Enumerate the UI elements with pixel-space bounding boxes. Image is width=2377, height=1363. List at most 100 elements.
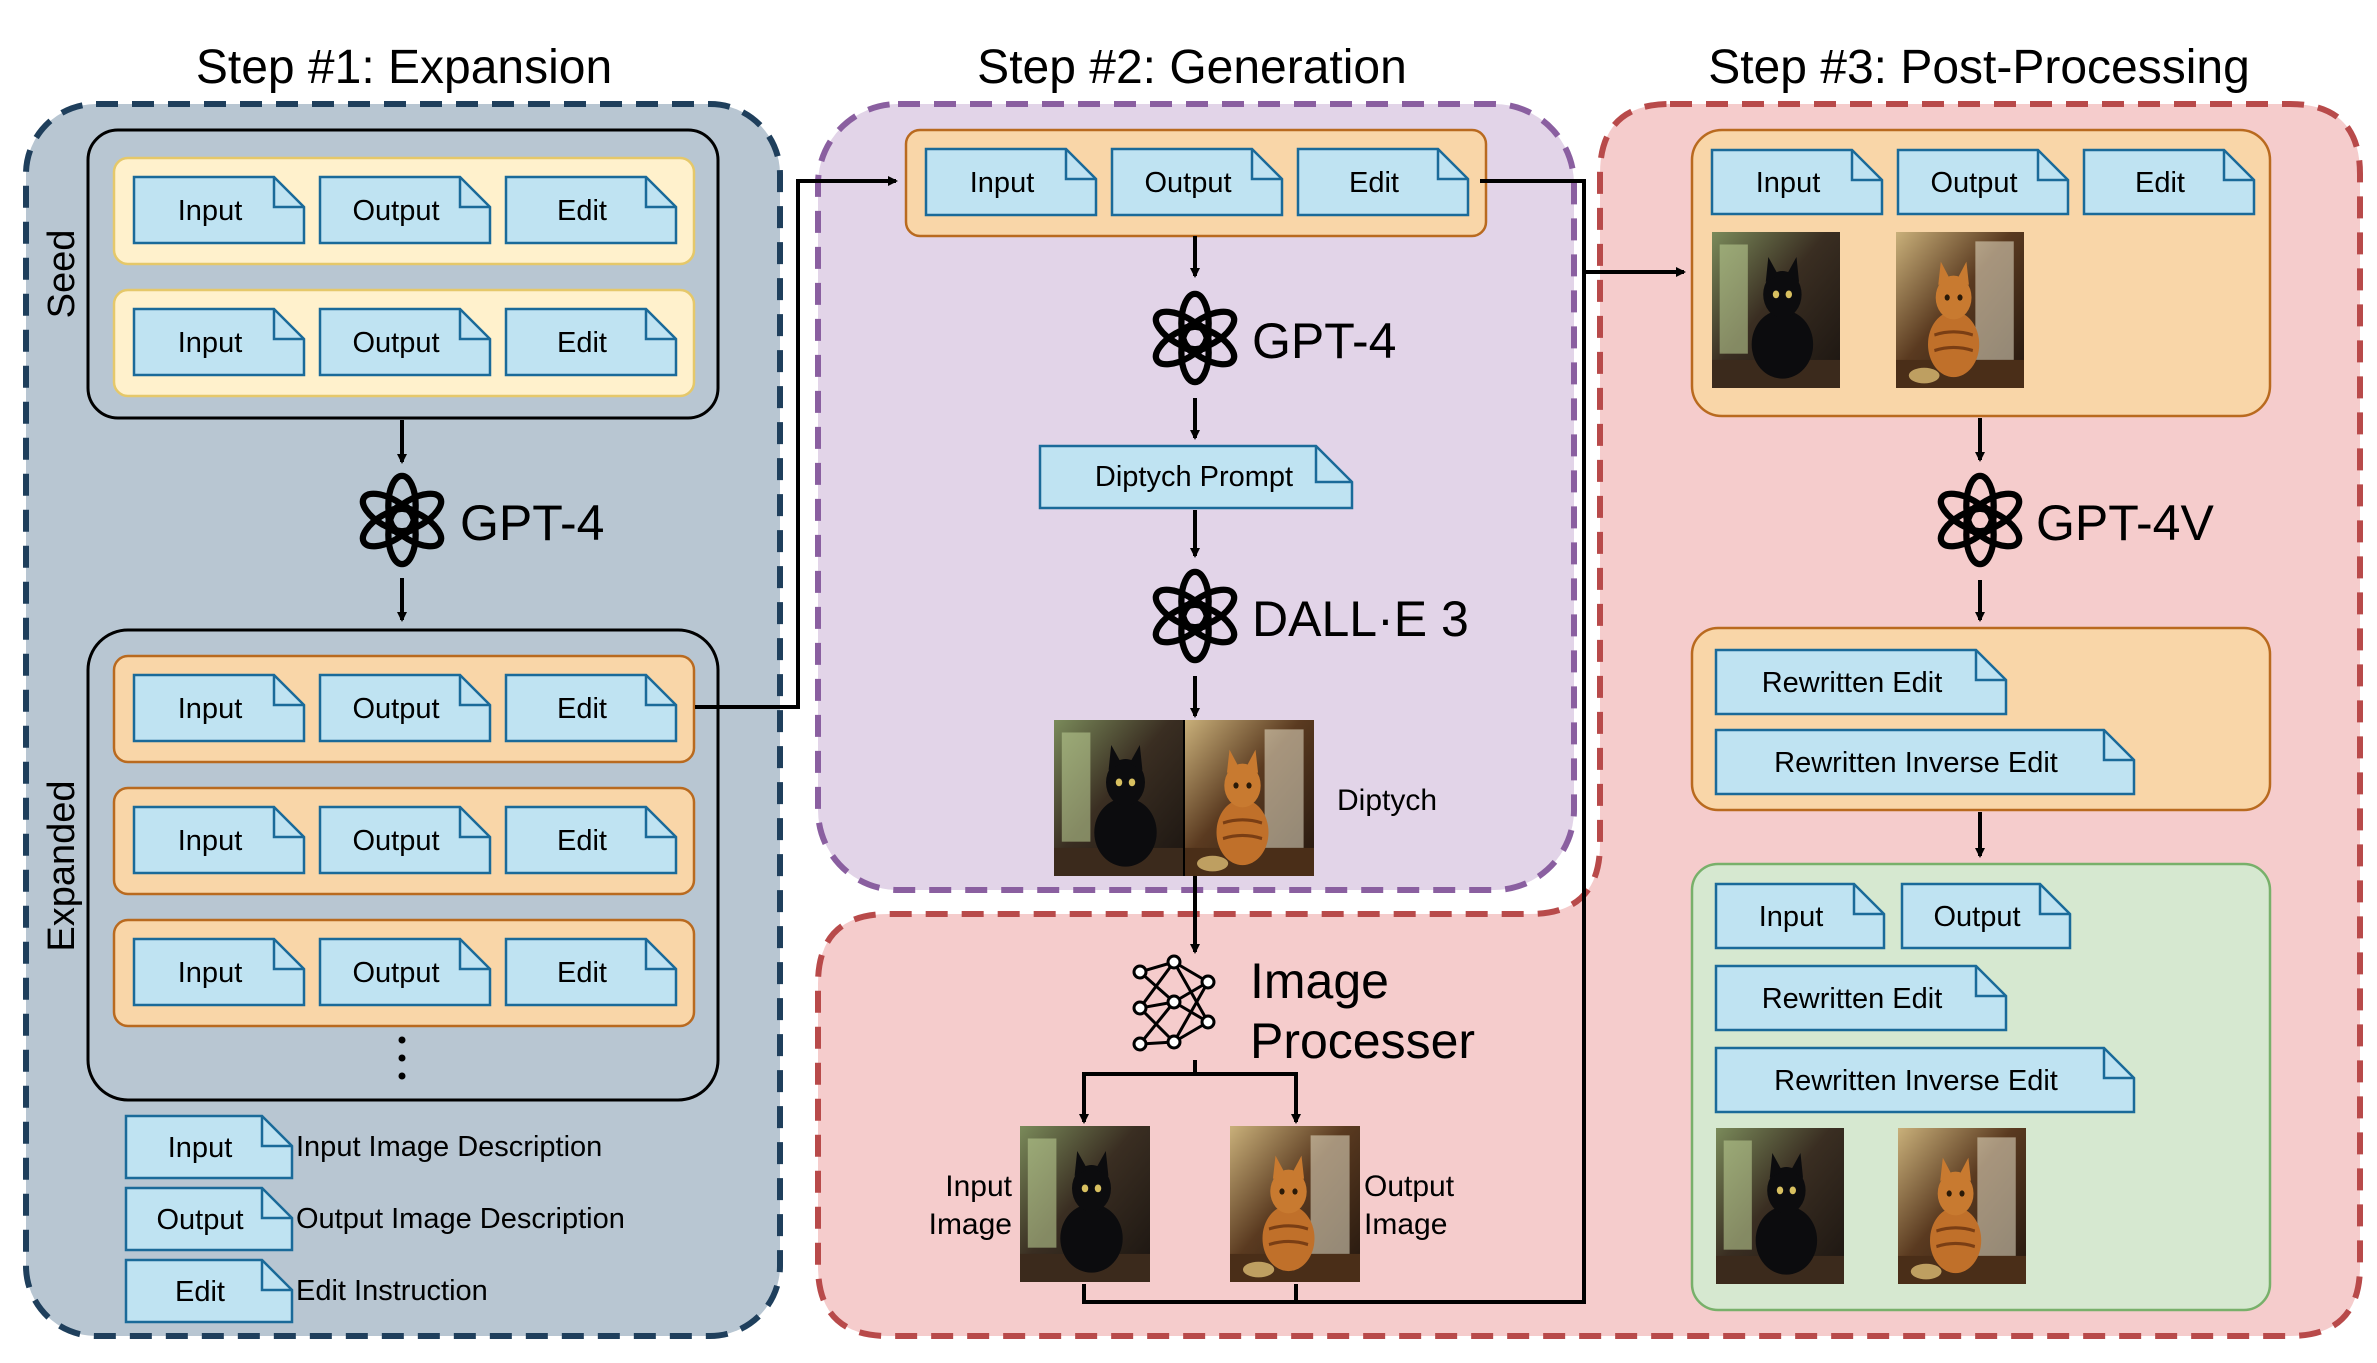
output-doc-label: Output (352, 327, 439, 359)
edit-doc-label: Edit (557, 693, 607, 725)
rewritten-inverse-edit-doc: Rewritten Inverse Edit (1714, 728, 2136, 796)
legend-edit-doc-label: Edit (175, 1276, 225, 1308)
input-doc-label: Input (178, 327, 243, 359)
edit-doc-label: Edit (557, 327, 607, 359)
edit-doc-label: Edit (557, 195, 607, 227)
output-doc: Output (1110, 147, 1284, 217)
edit-doc-label: Edit (557, 957, 607, 989)
output-doc-label: Output (1930, 167, 2017, 199)
output-image-label-1: Output (1364, 1170, 1455, 1203)
rewritten-inverse-edit-doc-shape: Rewritten Inverse Edit (1714, 728, 2136, 796)
input-doc-label: Input (178, 693, 243, 725)
input-doc-label: Input (1756, 167, 1821, 199)
input-doc: Input (132, 307, 306, 377)
input-doc: Input (132, 805, 306, 875)
input-doc-label: Input (970, 167, 1035, 199)
cat-image-icon (1054, 720, 1184, 876)
input-image-label-1: Input (945, 1170, 1012, 1203)
edit-doc: Edit (504, 175, 678, 245)
step2-title: Step #2: Generation (977, 41, 1407, 94)
image-processor-label-line2: Processer (1250, 1013, 1475, 1069)
legend-output-doc: Output (124, 1186, 294, 1252)
output-doc: Output (1896, 148, 2070, 216)
final-rewritten-inverse-edit-doc-shape: Rewritten Inverse Edit (1714, 1046, 2136, 1114)
legend-input-doc-label: Input (168, 1132, 233, 1164)
ellipsis-icon (398, 1036, 406, 1080)
expanded-group (86, 628, 720, 1102)
cat-image-icon (1716, 1128, 1844, 1284)
input-doc: Input (1710, 148, 1884, 216)
input-doc: Input (132, 673, 306, 743)
diptych-prompt-doc: Diptych Prompt (1038, 444, 1354, 510)
input-doc-label: Input (178, 825, 243, 857)
input-image (1020, 1126, 1150, 1282)
expanded-row: Input Output Edit (112, 918, 696, 1028)
rewritten-edit-doc-shape: Rewritten Edit (1714, 648, 2008, 716)
rewritten-inverse-edit-doc-shape-label: Rewritten Inverse Edit (1774, 747, 2058, 779)
cat-image-icon (1896, 1126, 2028, 1286)
step1-title: Step #1: Expansion (196, 41, 612, 94)
output-doc-label: Output (352, 195, 439, 227)
final-input-doc-shape-label: Input (1759, 901, 1824, 933)
output-doc: Output (318, 937, 492, 1007)
seed-row: Input Output Edit (112, 288, 696, 398)
final-rewritten-edit-doc: Rewritten Edit (1714, 964, 2008, 1032)
rewritten-edit-doc-shape-label: Rewritten Edit (1762, 667, 1943, 699)
cat-image-icon (1894, 230, 2026, 390)
final-rewritten-inverse-edit-doc-shape-label: Rewritten Inverse Edit (1774, 1065, 2058, 1097)
cat-image-icon (1712, 232, 1840, 388)
edit-doc: Edit (504, 937, 678, 1007)
diptych-image (1054, 718, 1316, 878)
final-input-doc-shape: Input (1714, 882, 1886, 950)
output-image (1228, 1124, 1362, 1284)
edit-doc: Edit (2082, 148, 2256, 216)
edit-doc-label: Edit (1349, 167, 1399, 199)
edit-doc: Edit (504, 307, 678, 377)
seed-row: Input Output Edit (112, 156, 696, 266)
legend-input-doc: Input (124, 1114, 294, 1180)
output-doc-label: Output (1144, 167, 1231, 199)
edit-doc: Edit (504, 673, 678, 743)
input-doc-label: Input (178, 195, 243, 227)
arrow (1079, 1060, 1197, 1124)
output-doc: Output (318, 307, 492, 377)
output-doc: Output (318, 673, 492, 743)
seed-label: Seed (41, 230, 83, 319)
input-doc-label: Input (178, 957, 243, 989)
final-output-doc: Output (1900, 882, 2072, 950)
output-doc-label: Output (352, 957, 439, 989)
edit-doc-label: Edit (557, 825, 607, 857)
output-doc: Output (318, 805, 492, 875)
step3-doc-set: Input Output Edit (1710, 148, 2256, 216)
expanded-label: Expanded (41, 780, 83, 951)
input-doc: Input (132, 175, 306, 245)
output-image-label-2: Image (1364, 1208, 1447, 1241)
edit-doc: Edit (504, 805, 678, 875)
final-output-doc-shape: Output (1900, 882, 2072, 950)
arrow (695, 176, 898, 709)
input-image-label-2: Image (929, 1208, 1012, 1241)
image-processor-label-line1: Image (1250, 953, 1389, 1009)
arrow (1195, 1072, 1301, 1124)
rewritten-edit-doc: Rewritten Edit (1714, 648, 2008, 716)
output-doc: Output (318, 175, 492, 245)
gpt4v-label: GPT-4V (2036, 495, 2214, 551)
neural-network-icon (1132, 954, 1216, 1052)
output-doc-label: Output (352, 825, 439, 857)
legend-input-description: Input Image Description (296, 1131, 602, 1163)
input-doc: Input (132, 937, 306, 1007)
final-rewritten-inverse-edit-doc: Rewritten Inverse Edit (1714, 1046, 2136, 1114)
final-rewritten-edit-doc-shape: Rewritten Edit (1714, 964, 2008, 1032)
edit-doc-label: Edit (2135, 167, 2185, 199)
expanded-row: Input Output Edit (112, 786, 696, 896)
gpt4-label: GPT-4 (1252, 313, 1396, 369)
diptych-label: Diptych (1337, 784, 1437, 817)
input-doc: Input (924, 147, 1098, 217)
legend-edit-description: Edit Instruction (296, 1275, 488, 1307)
final-output-doc-shape-label: Output (1933, 901, 2020, 933)
final-rewritten-edit-doc-shape-label: Rewritten Edit (1762, 983, 1943, 1015)
step3-title: Step #3: Post-Processing (1708, 41, 2250, 94)
cat-image-icon (1182, 718, 1316, 878)
dalle-label: DALL·E 3 (1252, 591, 1469, 647)
